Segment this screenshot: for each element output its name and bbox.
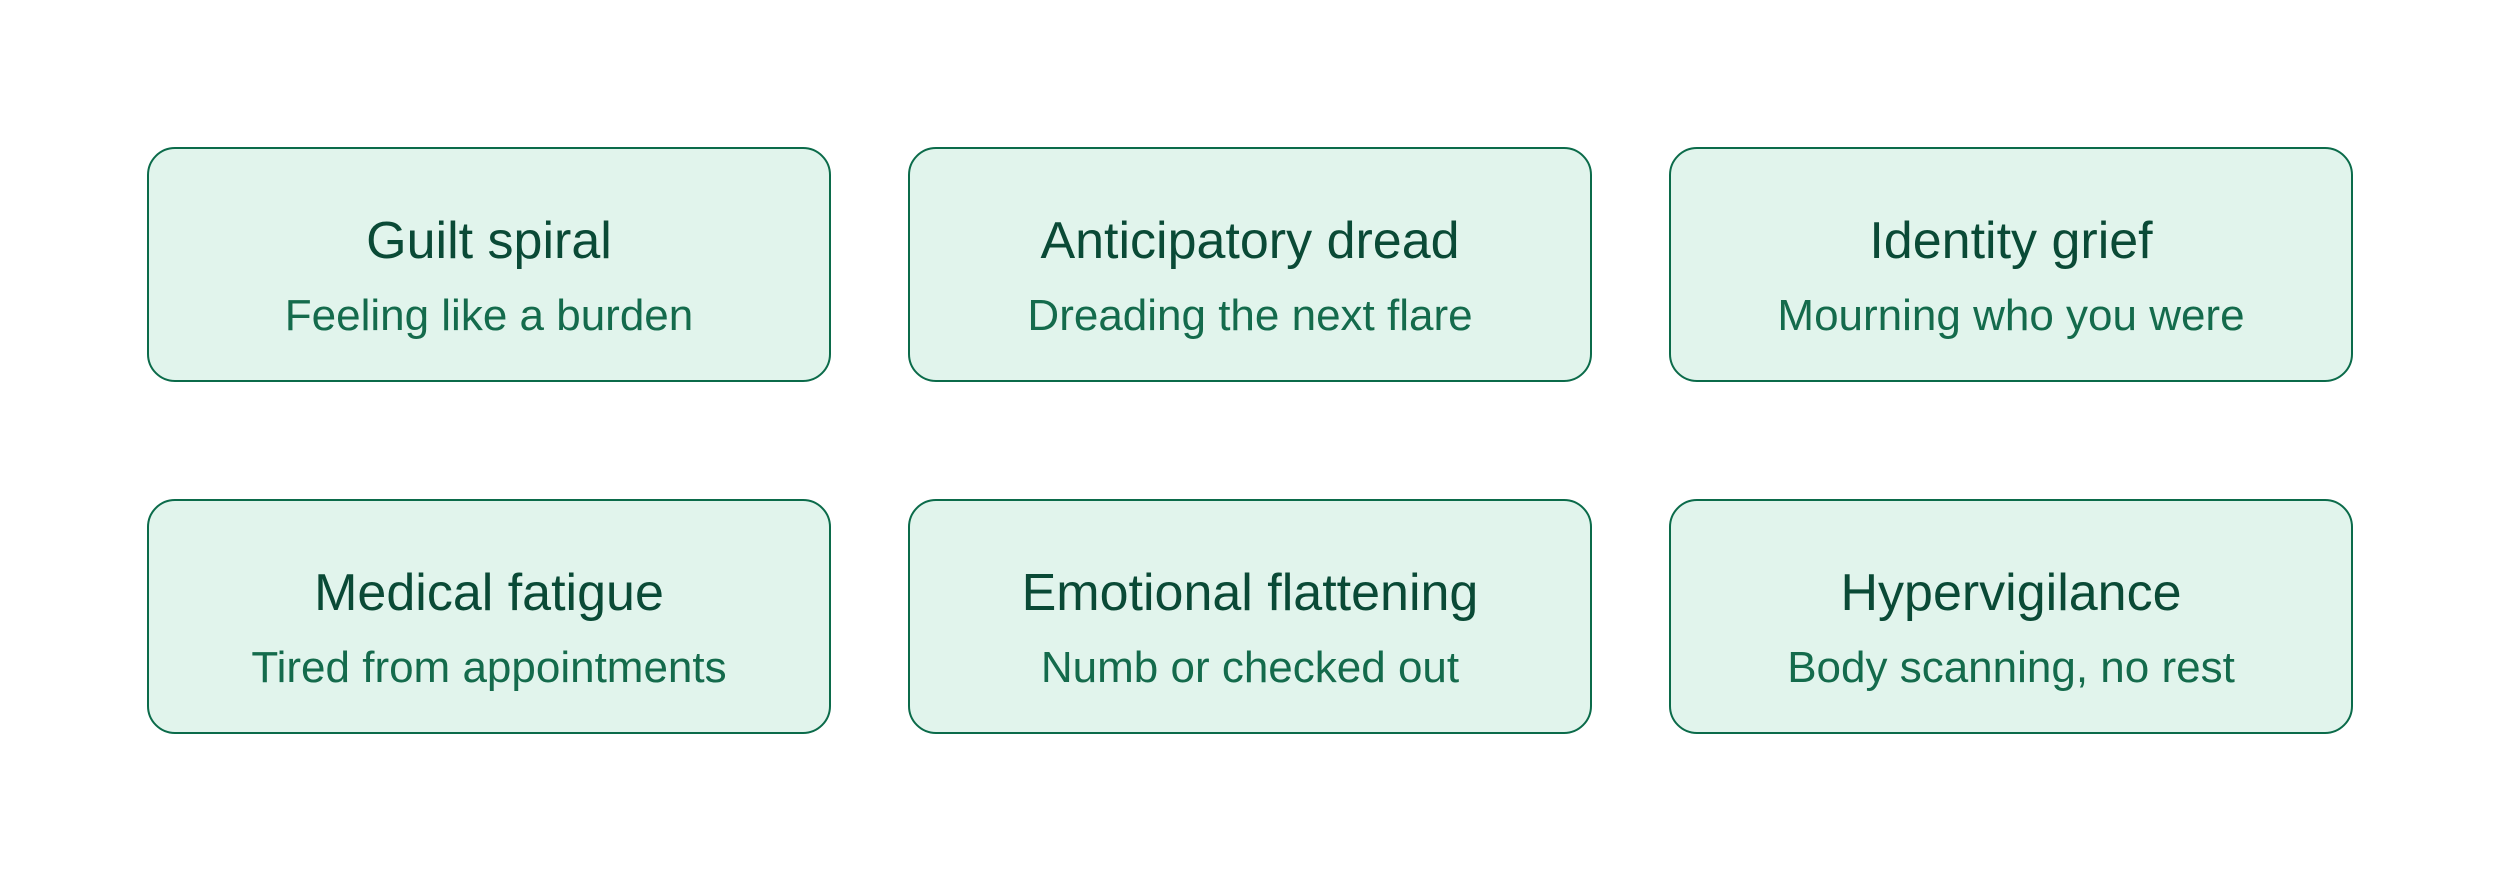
card-title: Guilt spiral	[366, 212, 612, 270]
card-medical-fatigue: Medical fatigue Tired from appointments	[147, 499, 831, 734]
card-subtitle: Body scanning, no rest	[1787, 643, 2235, 692]
card-subtitle: Numb or checked out	[1040, 643, 1460, 692]
card-emotional-flattening: Emotional flattening Numb or checked out	[908, 499, 1592, 734]
card-title: Hypervigilance	[1840, 564, 2182, 622]
card-identity-grief: Identity grief Mourning who you were	[1669, 147, 2353, 382]
card-subtitle: Tired from appointments	[251, 643, 727, 692]
card-subtitle: Dreading the next flare	[1027, 291, 1473, 340]
card-title: Emotional flattening	[1021, 564, 1479, 622]
card-hypervigilance: Hypervigilance Body scanning, no rest	[1669, 499, 2353, 734]
card-title: Identity grief	[1869, 212, 2153, 270]
card-subtitle: Feeling like a burden	[284, 291, 694, 340]
card-anticipatory-dread: Anticipatory dread Dreading the next fla…	[908, 147, 1592, 382]
card-subtitle: Mourning who you were	[1777, 291, 2245, 340]
card-title: Anticipatory dread	[1040, 212, 1460, 270]
card-title: Medical fatigue	[314, 564, 664, 622]
card-guilt-spiral: Guilt spiral Feeling like a burden	[147, 147, 831, 382]
